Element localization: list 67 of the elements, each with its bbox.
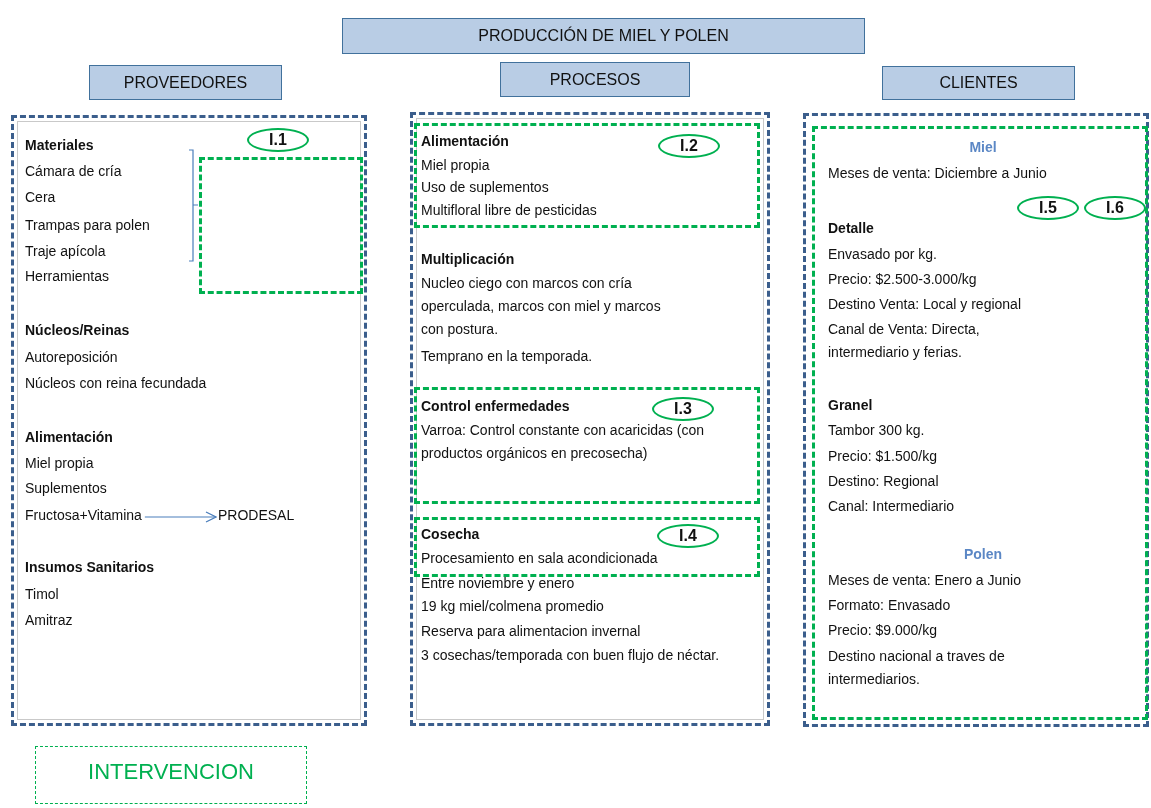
list-item: 19 kg miel/colmena promedio xyxy=(421,596,604,616)
intervention-box xyxy=(414,517,760,577)
list-item: Trampas para polen xyxy=(25,215,150,235)
paragraph-text: Destino nacional a traves de intermediarios. xyxy=(828,646,1006,689)
list-item: Entre noviembre y enero xyxy=(421,573,575,593)
paragraph-text: Varroa: Control constante con acaricidas (con productos orgánicos en precosecha) xyxy=(421,420,705,463)
list-item: Canal: Intermediario xyxy=(828,496,955,516)
list-item: Destino: Regional xyxy=(828,471,939,491)
list-item: Meses de venta: Diciembre a Junio xyxy=(828,163,1047,183)
item-text: PRODESAL xyxy=(218,505,295,525)
section-heading: Miel xyxy=(968,137,998,157)
section-heading: Polen xyxy=(962,544,1004,564)
section-heading: Granel xyxy=(828,395,873,415)
list-item: Herramientas xyxy=(25,266,110,286)
list-item: Precio: $2.500-3.000/kg xyxy=(828,269,977,289)
paragraph-text: Canal de Venta: Directa, intermediario y ferias. xyxy=(828,319,981,362)
section-heading: Detalle xyxy=(828,218,874,238)
intervention-oval: I.5 xyxy=(1017,196,1079,220)
intervention-oval: I.3 xyxy=(652,397,714,421)
intervention-oval: I.1 xyxy=(247,128,309,152)
list-item: Meses de venta: Enero a Junio xyxy=(828,570,1021,590)
list-item: Destino Venta: Local y regional xyxy=(828,294,1021,314)
list-item: Cámara de cría xyxy=(25,161,122,181)
list-item: Procesamiento en sala acondicionada xyxy=(421,548,658,568)
section-panel xyxy=(11,115,367,726)
section-heading: Materiales xyxy=(25,135,94,155)
list-item: Traje apícola xyxy=(25,241,106,261)
intervention-box xyxy=(414,387,760,504)
item-text: Fructosa+Vitamina xyxy=(25,505,142,525)
intervention-oval: I.2 xyxy=(658,134,720,158)
list-item: Núcleos con reina fecundada xyxy=(25,373,207,393)
list-item: Cera xyxy=(25,187,56,207)
header-box: PROCESOS xyxy=(500,62,690,97)
paragraph-text: 3 cosechas/temporada con buen flujo de néctar. xyxy=(421,645,721,665)
section-heading: Multiplicación xyxy=(421,249,515,269)
list-item: Amitraz xyxy=(25,610,73,630)
list-item: Temprano en la temporada. xyxy=(421,346,593,366)
section-heading: Alimentación xyxy=(25,427,113,447)
list-item: Multifloral libre de pesticidas xyxy=(421,200,597,220)
list-item: Miel propia xyxy=(421,155,490,175)
section-heading: Control enfermedades xyxy=(421,396,570,416)
arrow xyxy=(144,511,217,523)
intervention-box xyxy=(199,157,363,294)
list-item: Reserva para alimentacion invernal xyxy=(421,621,641,641)
header-box: PRODUCCIÓN DE MIEL Y POLEN xyxy=(342,18,865,54)
intervention-box xyxy=(414,123,760,228)
list-item: Formato: Envasado xyxy=(828,595,951,615)
section-heading: Cosecha xyxy=(421,524,480,544)
legend-item: INTERVENCION xyxy=(35,746,307,804)
header-box: CLIENTES xyxy=(882,66,1075,100)
section-heading: Núcleos/Reinas xyxy=(25,320,130,340)
section-heading: Alimentación xyxy=(421,131,509,151)
list-item: Tambor 300 kg. xyxy=(828,420,925,440)
section-panel xyxy=(410,112,770,726)
list-item: Precio: $9.000/kg xyxy=(828,620,937,640)
list-item: Suplementos xyxy=(25,478,107,498)
list-item: Envasado por kg. xyxy=(828,244,937,264)
list-item: Uso de suplementos xyxy=(421,177,549,197)
paragraph-text: Nucleo ciego con marcos con cría operculada, marcos con miel y marcos con postura. xyxy=(421,273,662,339)
intervention-oval: I.6 xyxy=(1084,196,1146,220)
list-item: Autoreposición xyxy=(25,347,118,367)
section-heading: Insumos Sanitarios xyxy=(25,557,155,577)
intervention-oval: I.4 xyxy=(657,524,719,548)
list-item: Precio: $1.500/kg xyxy=(828,446,937,466)
list-item: Timol xyxy=(25,584,59,604)
header-box: PROVEEDORES xyxy=(89,65,282,100)
list-item: Miel propia xyxy=(25,453,94,473)
